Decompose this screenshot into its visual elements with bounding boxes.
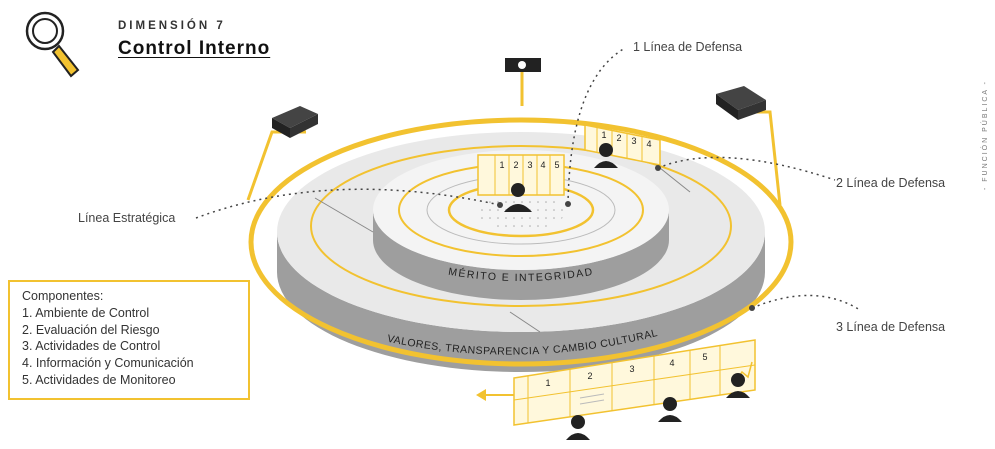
panel-number: 3	[527, 160, 532, 170]
panel-number: 2	[587, 371, 592, 381]
component-item: 1. Ambiente de Control	[22, 305, 150, 320]
label-linea-3: 3 Línea de Defensa	[836, 320, 946, 334]
person-icon	[594, 143, 618, 168]
panel-number: 1	[499, 160, 504, 170]
person-icon	[504, 183, 532, 212]
component-panel-right	[584, 124, 661, 166]
person-icon	[566, 415, 590, 440]
panel-number: 3	[629, 364, 634, 374]
panel-number: 4	[669, 358, 674, 368]
label-linea-estrategica: Línea Estratégica	[78, 211, 176, 225]
component-panel-bottom	[513, 339, 756, 426]
briefcase-icon	[716, 86, 766, 120]
panel-number: 1	[545, 378, 550, 388]
components-heading: Componentes:	[22, 289, 104, 303]
panel-number: 4	[646, 139, 651, 149]
label-linea-2: 2 Línea de Defensa	[836, 176, 946, 190]
component-item: 4. Información y Comunicación	[22, 356, 194, 371]
panel-number: 2	[513, 160, 518, 170]
panel-number: 5	[702, 352, 707, 362]
component-item: 2. Evaluación del Riesgo	[22, 322, 160, 337]
label-linea-1: 1 Línea de Defensa	[633, 40, 743, 54]
component-item: 5. Actividades de Monitoreo	[22, 372, 176, 387]
component-item: 3. Actividades de Control	[22, 339, 161, 354]
dimension-kicker: DIMENSIÓN 7	[118, 20, 226, 32]
magnifier-icon	[25, 11, 80, 78]
panel-number: 3	[631, 136, 636, 146]
components-legend: Componentes: 1. Ambiente de Control 2. E…	[8, 280, 250, 400]
panel-number: 4	[540, 160, 545, 170]
briefcase-icon	[272, 106, 318, 138]
side-vertical-text: - FUNCIÓN PÚBLICA -	[982, 80, 989, 190]
panel-number: 5	[554, 160, 559, 170]
page-title: Control Interno	[118, 38, 271, 59]
panel-number: 2	[616, 133, 621, 143]
panel-number: 1	[601, 130, 606, 140]
person-icon	[658, 397, 682, 422]
camera-icon	[505, 58, 541, 72]
arrow-left-icon	[476, 389, 514, 401]
person-icon	[726, 373, 750, 398]
